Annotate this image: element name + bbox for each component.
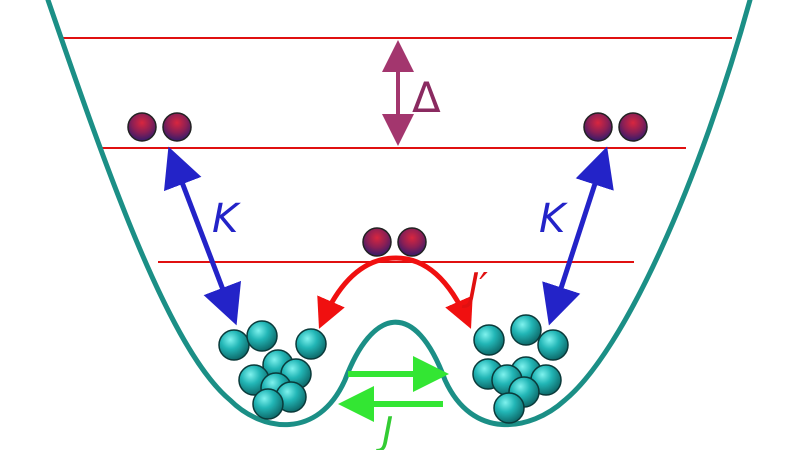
condensate-particle (295, 328, 327, 360)
k-arrow-right (542, 146, 614, 326)
j-label: J (375, 409, 393, 450)
k-arrow-left (163, 146, 242, 326)
pair-particle (362, 227, 392, 257)
condensate-particle (246, 320, 278, 352)
condensate-particle (218, 329, 250, 361)
particle-pair-icon-center (362, 227, 427, 257)
condensate-particle (493, 392, 525, 424)
pair-particle (618, 112, 648, 142)
particle-cluster-icon-left (218, 320, 327, 420)
j-prime-label: J′ (461, 265, 488, 309)
condensate-particle (252, 388, 284, 420)
k-label-right: K (539, 196, 568, 242)
condensate-particle (537, 329, 569, 361)
particle-cluster-icon-right (472, 314, 569, 424)
pair-particle (127, 112, 157, 142)
k-label-left: K (212, 196, 241, 242)
particle-pair-icon-left (127, 112, 192, 142)
pair-particle (583, 112, 613, 142)
pair-particle (397, 227, 427, 257)
condensate-particle (473, 324, 505, 356)
j-prime-arrow-right-branch (395, 255, 473, 329)
pair-particle (162, 112, 192, 142)
j-prime-arrow-left-branch (317, 255, 397, 329)
delta-label: Δ (412, 73, 441, 122)
j-prime-arrow (317, 255, 473, 329)
condensate-particle (510, 314, 542, 346)
particle-pair-icon-right (583, 112, 648, 142)
